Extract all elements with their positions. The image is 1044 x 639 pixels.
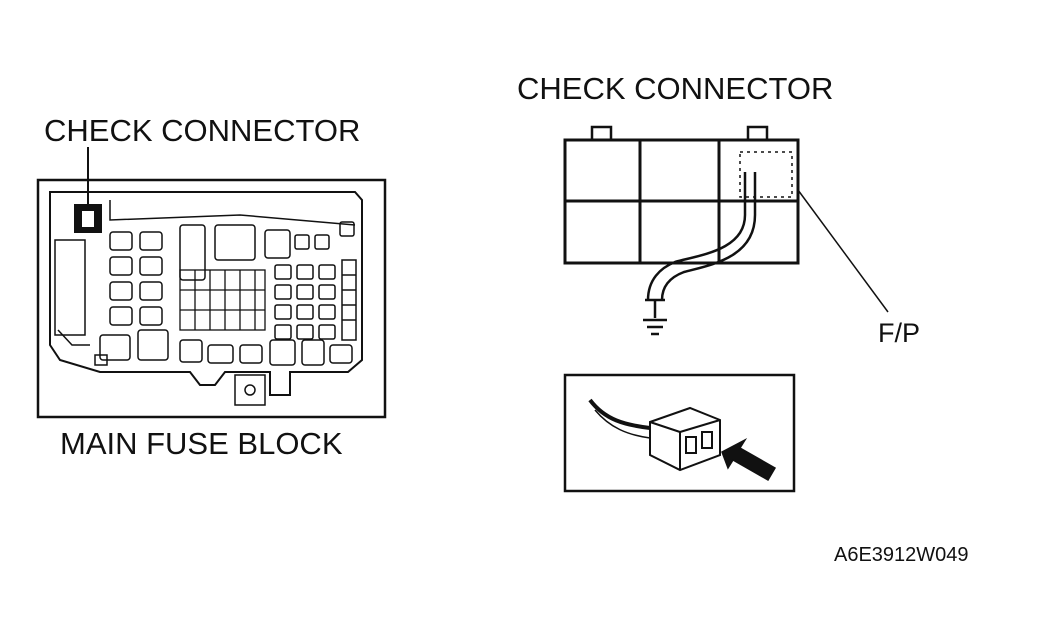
inset-frame <box>563 373 796 493</box>
figure-code: A6E3912W049 <box>834 544 969 566</box>
fuse-block-frame <box>36 178 387 419</box>
fuse-block-housing <box>49 191 363 396</box>
mini-fuse-area <box>179 269 266 331</box>
check-connector-on-block <box>74 147 102 233</box>
connector-tab-right <box>746 125 769 140</box>
view-direction-arrow-icon <box>721 438 777 482</box>
check-connector-detail-figure <box>563 125 889 493</box>
main-fuse-block-figure <box>36 147 387 419</box>
check-connector-label-right: CHECK CONNECTOR <box>517 71 834 106</box>
fp-terminal-label: F/P <box>878 318 921 348</box>
inset-connector <box>588 398 721 472</box>
fp-leader-line <box>797 189 889 313</box>
bottom-row-components <box>94 339 353 406</box>
check-connector-label-left: CHECK CONNECTOR <box>44 113 361 148</box>
ground-icon <box>643 318 667 336</box>
main-fuse-block-label: MAIN FUSE BLOCK <box>60 426 343 461</box>
connector-grid <box>563 138 800 265</box>
fuse-grid <box>274 259 357 341</box>
jumper-wire <box>645 172 757 318</box>
connector-tab-left <box>590 125 613 140</box>
fp-terminal-cavity <box>739 151 793 198</box>
relay-grid <box>99 221 355 361</box>
